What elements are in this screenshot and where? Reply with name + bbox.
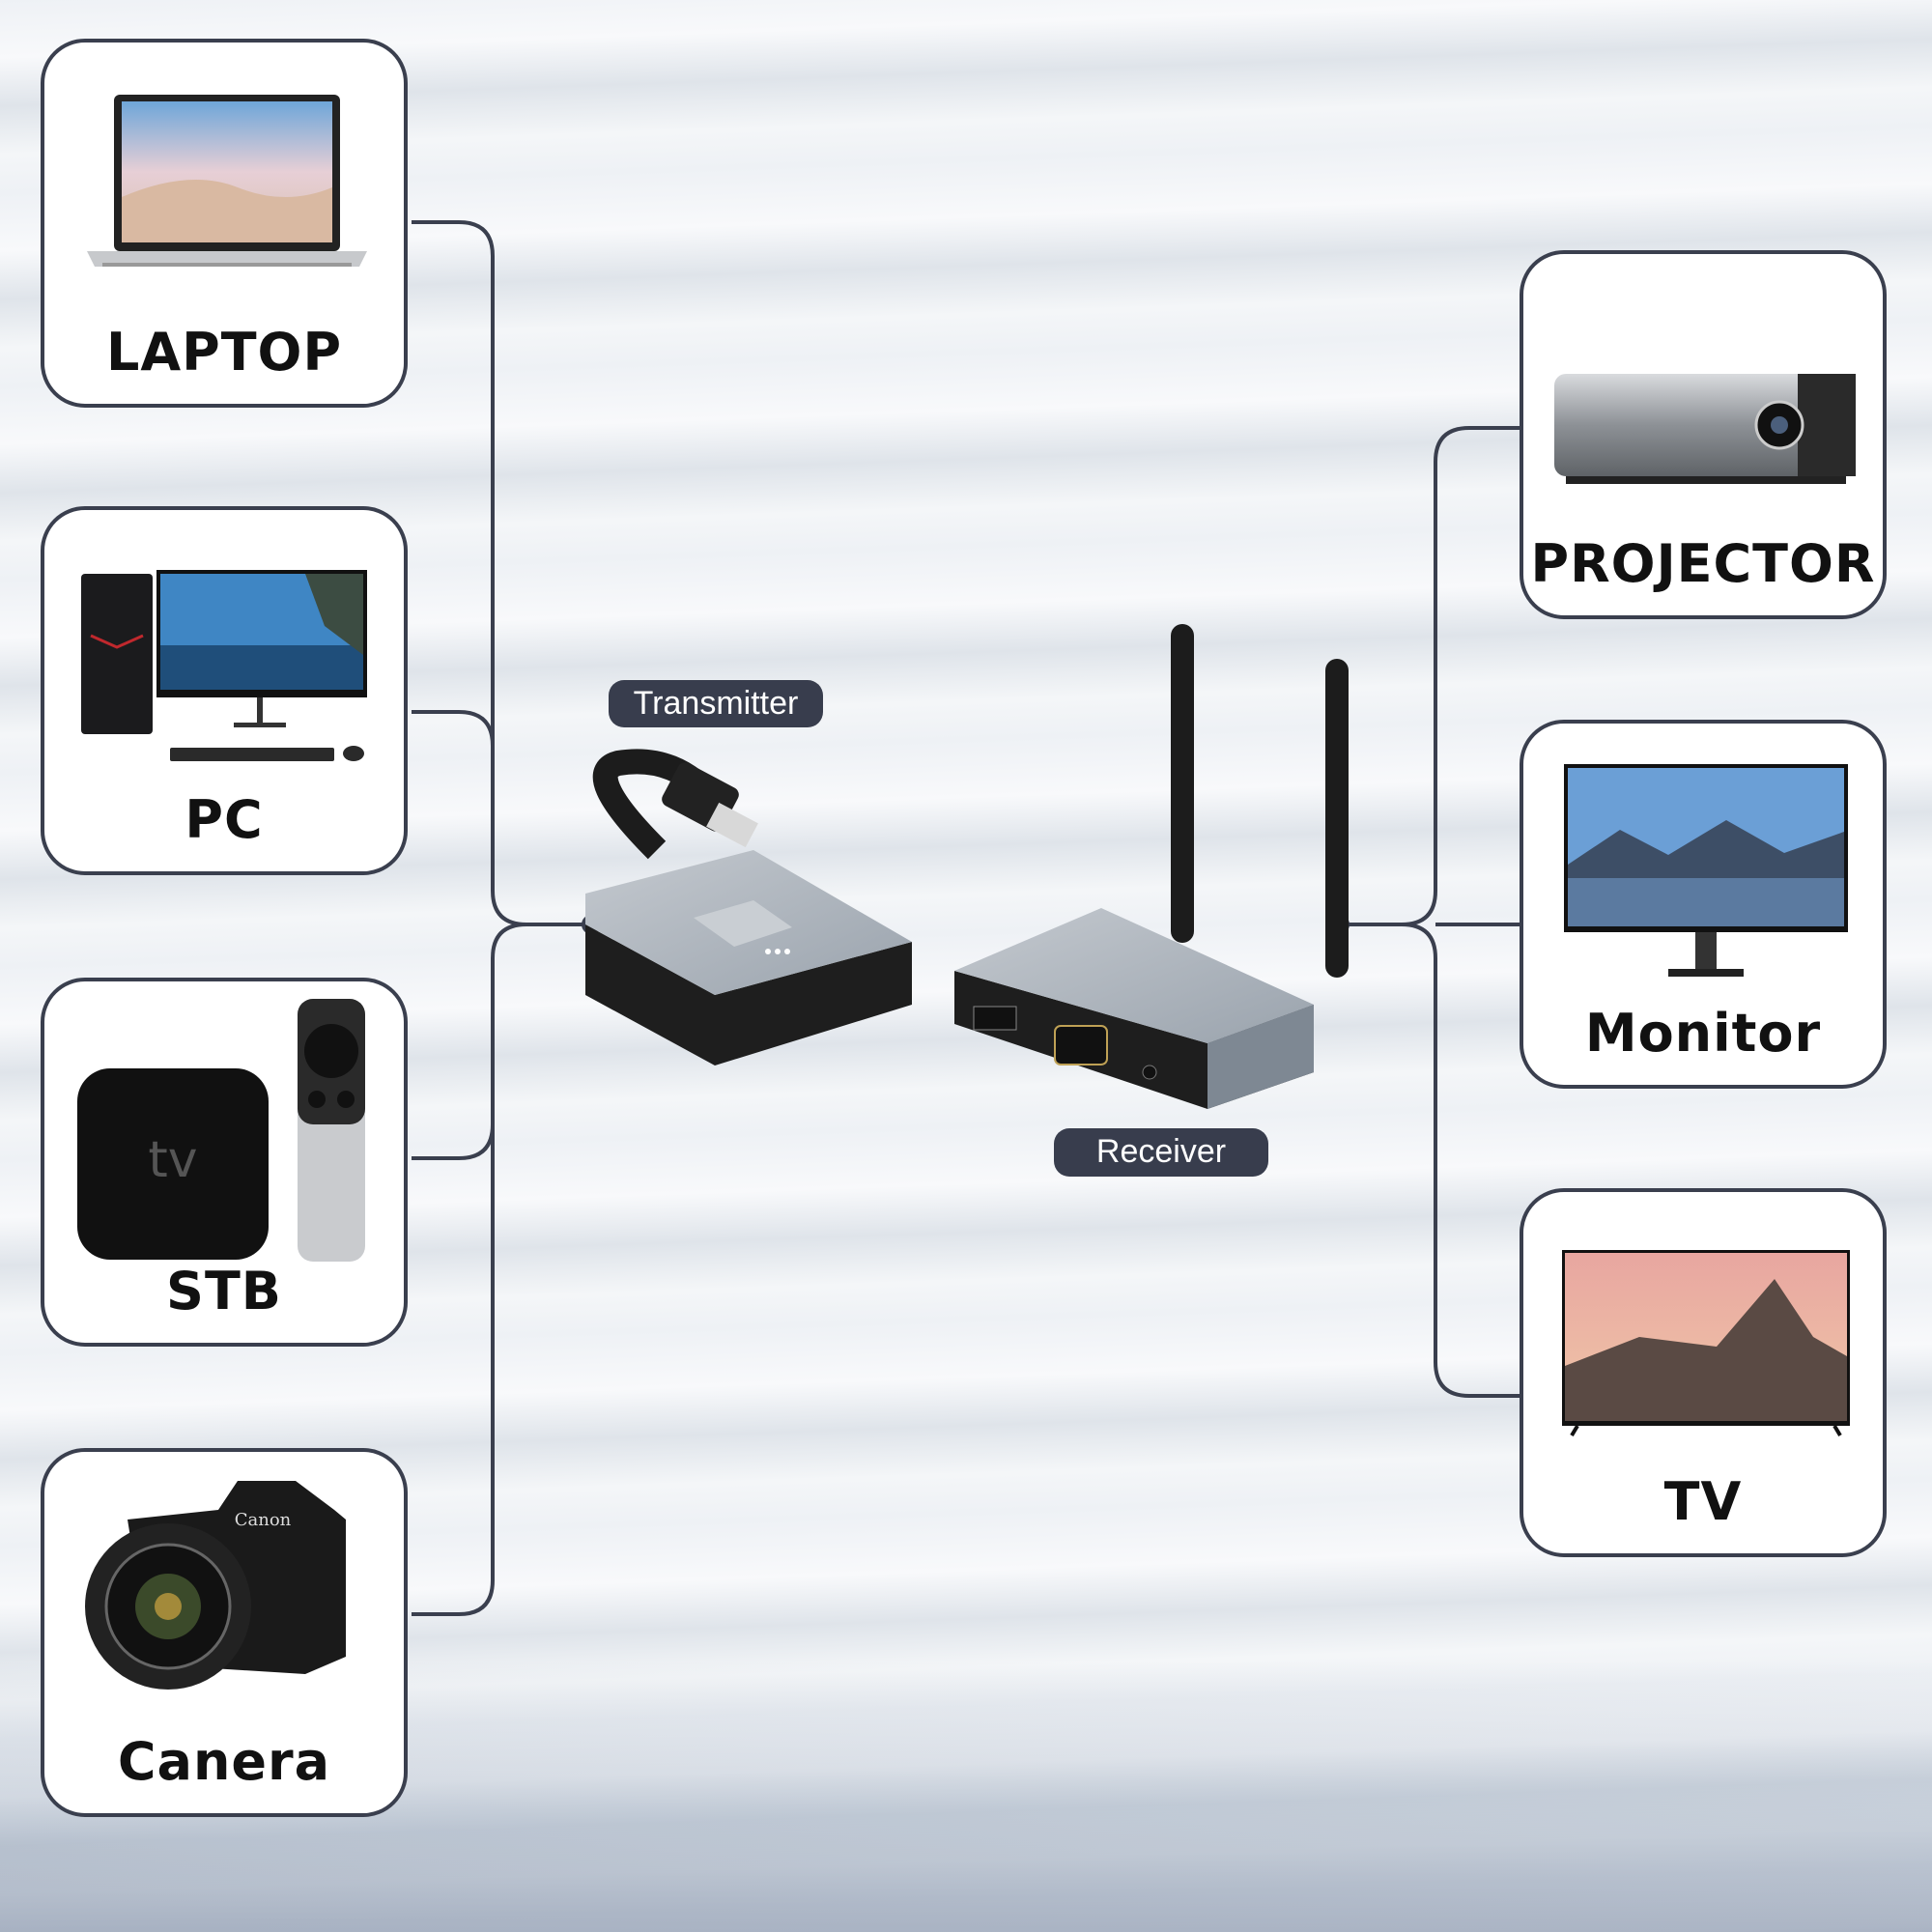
line-pc — [412, 710, 495, 747]
stb-logo-text: tv — [148, 1131, 197, 1189]
laptop-icon — [87, 95, 367, 267]
transmitter-label: Transmitter — [609, 680, 823, 727]
source-label-stb: STB — [166, 1261, 282, 1321]
display-card-monitor: Monitor — [1520, 720, 1887, 1089]
source-label-pc: PC — [185, 789, 264, 850]
apple-tv-box-icon: tv — [77, 999, 365, 1262]
receiver-device — [954, 624, 1349, 1109]
line-camera — [412, 923, 527, 1616]
display-label-tv: TV — [1663, 1471, 1743, 1532]
line-tv — [1401, 923, 1520, 1398]
display-card-projector: PROJECTOR — [1520, 250, 1887, 619]
line-laptop — [412, 220, 591, 926]
display-card-tv: TV — [1520, 1188, 1887, 1557]
transmitter-device — [585, 749, 912, 1065]
source-label-laptop: LAPTOP — [105, 322, 343, 383]
monitor-icon — [1564, 764, 1848, 977]
source-card-camera: Canon Canera — [41, 1448, 408, 1817]
source-card-laptop: LAPTOP — [41, 39, 408, 408]
camera-logo-text: Canon — [235, 1510, 292, 1530]
display-label-monitor: Monitor — [1584, 1003, 1822, 1064]
source-card-stb: tv STB — [41, 978, 408, 1347]
camera-icon: Canon — [85, 1481, 346, 1690]
line-projector — [1340, 426, 1520, 926]
source-card-pc: PC — [41, 506, 408, 875]
tv-icon — [1562, 1250, 1850, 1437]
projector-icon — [1554, 374, 1856, 484]
receiver-label: Receiver — [1054, 1128, 1268, 1177]
desktop-pc-icon — [81, 570, 367, 761]
source-label-camera: Canera — [117, 1731, 331, 1792]
display-label-projector: PROJECTOR — [1530, 533, 1876, 594]
